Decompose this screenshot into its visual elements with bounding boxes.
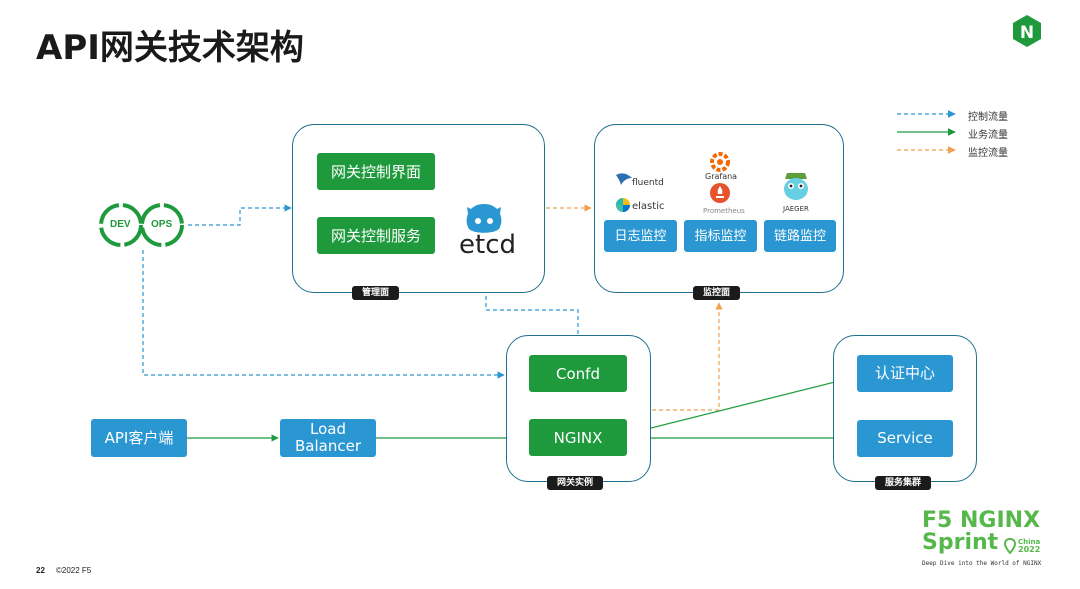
service-button[interactable]: Service bbox=[857, 420, 953, 457]
copyright: ©2022 F5 bbox=[56, 566, 92, 575]
prometheus-icon bbox=[710, 183, 730, 203]
fluentd-icon bbox=[616, 173, 632, 185]
gateway-control-service-button[interactable]: 网关控制服务 bbox=[317, 217, 435, 254]
slide-title: API网关技术架构 bbox=[36, 28, 304, 68]
etcd-icon bbox=[466, 204, 502, 233]
fluentd-label: fluentd bbox=[632, 178, 664, 188]
devops-to-gateway-line bbox=[142, 250, 505, 379]
elastic-label: elastic bbox=[632, 201, 665, 212]
gateway-instance-tag: 网关实例 bbox=[547, 476, 604, 490]
metric-monitoring-button[interactable]: 指标监控 bbox=[684, 220, 757, 252]
devops-loop-icon bbox=[99, 203, 184, 247]
dev-label: DEV bbox=[110, 219, 131, 230]
brand-title: F5 NGINX bbox=[922, 508, 1041, 533]
gateway-to-monitor-line bbox=[652, 302, 723, 411]
legend-monitor-label: 监控流量 bbox=[968, 148, 1008, 159]
brand-year: 2022 bbox=[1018, 545, 1041, 554]
brand-sprint: Sprint bbox=[922, 530, 999, 555]
brand-tagline: Deep Dive into the World of NGINX bbox=[922, 560, 1042, 567]
ops-label: OPS bbox=[151, 219, 173, 230]
jaeger-label: JAEGER bbox=[783, 205, 809, 213]
monitoring-plane-tag: 监控面 bbox=[693, 286, 741, 300]
nginx-to-auth-line bbox=[626, 375, 856, 435]
devops-to-mgmt-line bbox=[188, 204, 292, 226]
api-client-button[interactable]: API客户端 bbox=[91, 419, 187, 457]
grafana-label: Grafana bbox=[705, 172, 738, 181]
location-pin-icon bbox=[1004, 538, 1016, 554]
trace-monitoring-button[interactable]: 链路监控 bbox=[764, 220, 836, 252]
confd-button[interactable]: Confd bbox=[529, 355, 627, 392]
brand-location-city: China bbox=[1018, 538, 1041, 546]
gateway-console-ui-button[interactable]: 网关控制界面 bbox=[317, 153, 435, 190]
svg-text:N: N bbox=[1020, 23, 1034, 43]
nginx-button[interactable]: NGINX bbox=[529, 419, 627, 456]
grafana-icon bbox=[710, 152, 730, 172]
page-number: 22 bbox=[36, 566, 45, 575]
jaeger-icon bbox=[784, 173, 808, 200]
legend-control-label: 控制流量 bbox=[968, 112, 1008, 123]
nginx-logo-icon: N bbox=[1013, 15, 1041, 47]
auth-center-button[interactable]: 认证中心 bbox=[857, 355, 953, 392]
prometheus-label: Prometheus bbox=[703, 207, 745, 215]
log-monitoring-button[interactable]: 日志监控 bbox=[604, 220, 677, 252]
management-plane-panel bbox=[292, 124, 545, 293]
load-balancer-button[interactable]: Load Balancer bbox=[280, 419, 376, 457]
legend-business-label: 业务流量 bbox=[968, 130, 1008, 141]
brand-location: China 2022 bbox=[1018, 538, 1040, 554]
monitoring-plane-panel bbox=[594, 124, 844, 293]
etcd-label: etcd bbox=[459, 230, 516, 260]
elastic-icon bbox=[616, 198, 630, 212]
service-cluster-tag: 服务集群 bbox=[875, 476, 932, 490]
management-plane-tag: 管理面 bbox=[352, 286, 400, 300]
